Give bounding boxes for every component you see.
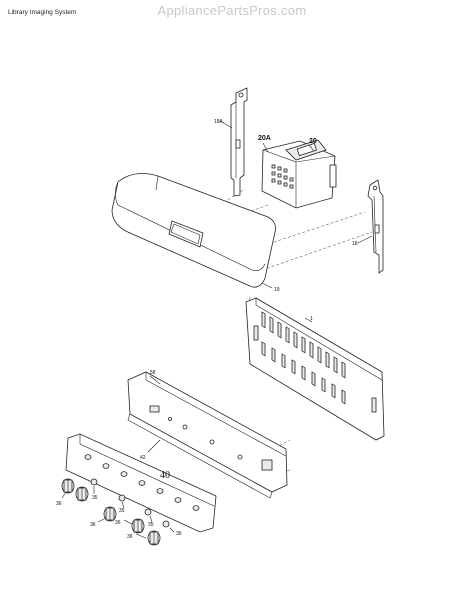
callout-36-a: 36 xyxy=(56,501,62,507)
callout-35-b: 35 xyxy=(119,508,125,514)
callout-42: 42 xyxy=(140,455,146,461)
watermark: AppliancePartsPros.com xyxy=(157,3,307,18)
keypad-buttons xyxy=(271,164,294,189)
callout-36-d: 36 xyxy=(127,534,133,540)
callout-35-d: 35 xyxy=(176,531,182,537)
callout-35-c: 35 xyxy=(148,522,154,528)
knob-5 xyxy=(147,530,161,546)
knob-1 xyxy=(61,478,75,494)
callout-18: 18 xyxy=(352,241,358,247)
callout-1: 1 xyxy=(310,316,313,322)
system-title: Library Imaging System xyxy=(8,9,77,16)
callout-35-a: 35 xyxy=(92,495,98,501)
part-18-bracket: 18 xyxy=(352,179,384,274)
callout-19: 19 xyxy=(274,287,280,293)
part-19-backguard: 19 xyxy=(111,173,280,293)
callout-20: 20 xyxy=(309,138,317,145)
knob-2 xyxy=(75,486,89,502)
knob-4 xyxy=(131,518,145,534)
bezel-rings xyxy=(90,478,170,528)
part-18a-bracket: 18A xyxy=(214,87,248,197)
callout-58: 58 xyxy=(150,370,156,376)
part-42-manifold-panel: 58 42 xyxy=(127,370,288,499)
part-1-rear-panel: 1 xyxy=(245,297,385,441)
callout-40: 40 xyxy=(160,470,170,481)
vent-slots xyxy=(261,311,346,405)
part-40-knob-panel: 40 xyxy=(65,433,217,533)
part-20-clock-control: 20A 20 xyxy=(258,135,337,209)
callout-18a: 18A xyxy=(214,119,224,125)
knob-3 xyxy=(103,506,117,522)
callout-36-c: 36 xyxy=(115,520,121,526)
callout-20a: 20A xyxy=(258,135,271,142)
callout-36-b: 36 xyxy=(90,522,96,528)
knob-group: 36 35 36 35 36 35 36 35 xyxy=(56,478,182,546)
